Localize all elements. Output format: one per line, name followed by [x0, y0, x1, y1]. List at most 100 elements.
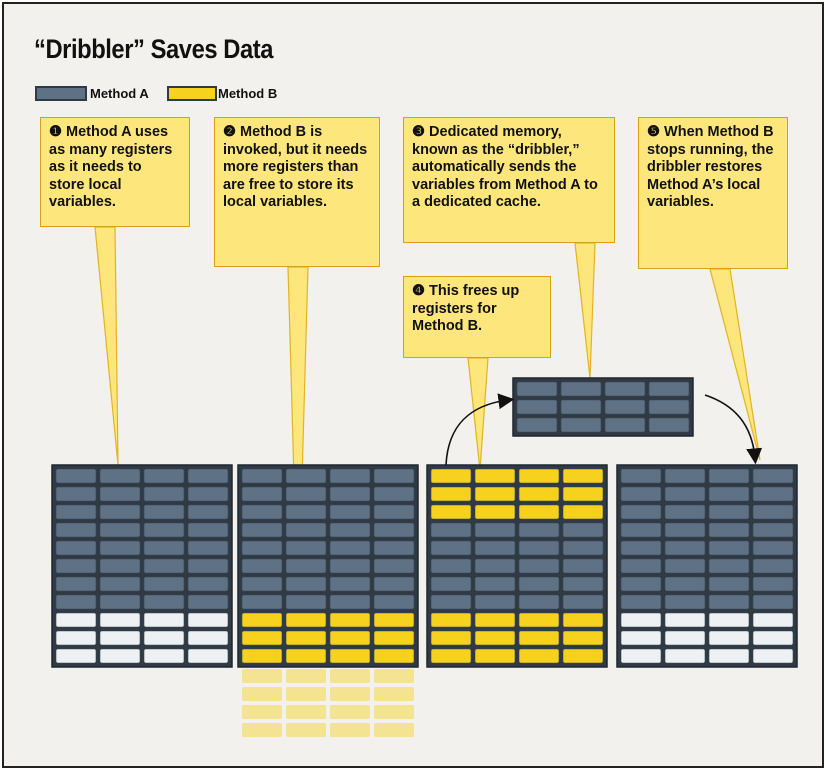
register-cell-method-b	[242, 723, 282, 737]
register-cell-free	[55, 630, 97, 646]
register-cell-method-a	[241, 522, 283, 538]
register-cell-method-b	[430, 648, 472, 664]
register-cell-method-a	[55, 540, 97, 556]
register-cell-method-a	[99, 576, 141, 592]
register-cell-method-b	[518, 486, 560, 502]
register-cell-method-b	[430, 504, 472, 520]
register-cell-method-a	[664, 522, 706, 538]
register-cell-method-a	[373, 486, 415, 502]
register-cell-method-a	[620, 468, 662, 484]
register-cell-method-a	[708, 594, 750, 610]
register-cell-method-a	[373, 540, 415, 556]
register-stack-stage-3	[426, 464, 608, 668]
register-cell-method-a	[55, 576, 97, 592]
register-cell-method-b	[474, 486, 516, 502]
register-cell-method-a	[143, 558, 185, 574]
register-cell-method-a	[752, 486, 794, 502]
register-cell-method-a	[518, 576, 560, 592]
register-cell-method-b	[518, 504, 560, 520]
callout-1-number: ❶	[49, 124, 62, 140]
register-cell-method-a	[285, 540, 327, 556]
register-cell-method-a	[430, 540, 472, 556]
register-cell-method-a	[474, 558, 516, 574]
register-cell-method-b	[474, 612, 516, 628]
legend-label-method-b: Method B	[218, 86, 278, 101]
register-cell-free	[620, 630, 662, 646]
register-cell-method-a	[664, 576, 706, 592]
register-cell-free	[187, 612, 229, 628]
register-cell-method-a	[752, 522, 794, 538]
register-cell-method-a	[285, 558, 327, 574]
register-cell-method-a	[604, 399, 646, 415]
register-cell-method-a	[241, 504, 283, 520]
register-cell-method-a	[373, 468, 415, 484]
register-stack-stage-2	[237, 464, 419, 668]
register-cell-method-a	[620, 576, 662, 592]
register-cell-free	[143, 630, 185, 646]
register-cell-method-b	[374, 723, 414, 737]
register-cell-method-b	[286, 723, 326, 737]
register-cell-method-b	[474, 504, 516, 520]
register-cell-method-a	[55, 558, 97, 574]
callout-3-text: Dedicated memory, known as the “dribbler…	[412, 124, 598, 210]
register-cell-method-a	[474, 594, 516, 610]
register-cell-method-a	[329, 504, 371, 520]
register-cell-method-a	[752, 504, 794, 520]
register-cell-method-b	[241, 612, 283, 628]
register-cell-method-b	[518, 648, 560, 664]
register-cell-method-a	[516, 381, 558, 397]
register-cell-method-a	[329, 522, 371, 538]
register-cell-method-a	[285, 522, 327, 538]
register-cell-free	[143, 612, 185, 628]
callout-3-number: ❸	[412, 124, 425, 140]
register-cell-free	[99, 648, 141, 664]
callout-4-text: This frees up registers for Method B.	[412, 283, 520, 334]
register-cell-free	[55, 612, 97, 628]
register-cell-method-b	[518, 468, 560, 484]
register-cell-free	[143, 648, 185, 664]
register-cell-method-a	[329, 558, 371, 574]
register-cell-method-a	[560, 417, 602, 433]
register-cell-method-a	[373, 558, 415, 574]
register-cell-method-a	[143, 486, 185, 502]
register-cell-method-b	[286, 705, 326, 719]
register-cell-method-a	[648, 399, 690, 415]
register-cell-method-a	[562, 522, 604, 538]
callout-1: ❶ Method A uses as many registers as it …	[40, 117, 190, 227]
register-cell-method-b	[373, 630, 415, 646]
register-cell-method-a	[620, 594, 662, 610]
register-cell-method-a	[143, 504, 185, 520]
register-cell-method-a	[187, 468, 229, 484]
register-cell-method-a	[604, 417, 646, 433]
register-cell-method-a	[241, 486, 283, 502]
register-cell-method-a	[664, 540, 706, 556]
register-cell-method-a	[518, 558, 560, 574]
register-cell-method-a	[285, 576, 327, 592]
register-cell-method-b	[562, 504, 604, 520]
register-cell-free	[55, 648, 97, 664]
register-cell-method-a	[329, 540, 371, 556]
callout-pointer-4	[467, 357, 489, 471]
register-cell-method-a	[99, 504, 141, 520]
register-cell-method-b	[241, 648, 283, 664]
legend-swatch-method-a	[35, 86, 87, 101]
register-cell-method-a	[708, 504, 750, 520]
register-cell-method-b	[474, 468, 516, 484]
legend-swatch-method-b	[167, 86, 217, 101]
register-cell-method-a	[373, 576, 415, 592]
callout-pointer-3	[574, 242, 596, 379]
register-cell-method-a	[373, 522, 415, 538]
register-cell-method-a	[562, 540, 604, 556]
register-cell-method-a	[55, 468, 97, 484]
register-cell-method-a	[752, 594, 794, 610]
callout-4-number: ❹	[412, 283, 425, 299]
register-cell-method-a	[99, 540, 141, 556]
register-cell-method-a	[241, 468, 283, 484]
register-cell-method-b	[562, 648, 604, 664]
register-cell-method-a	[560, 381, 602, 397]
register-cell-method-b	[474, 648, 516, 664]
register-cell-method-b	[374, 705, 414, 719]
callout-pointer-2	[287, 266, 309, 621]
register-cell-free	[708, 630, 750, 646]
register-cell-method-a	[329, 486, 371, 502]
